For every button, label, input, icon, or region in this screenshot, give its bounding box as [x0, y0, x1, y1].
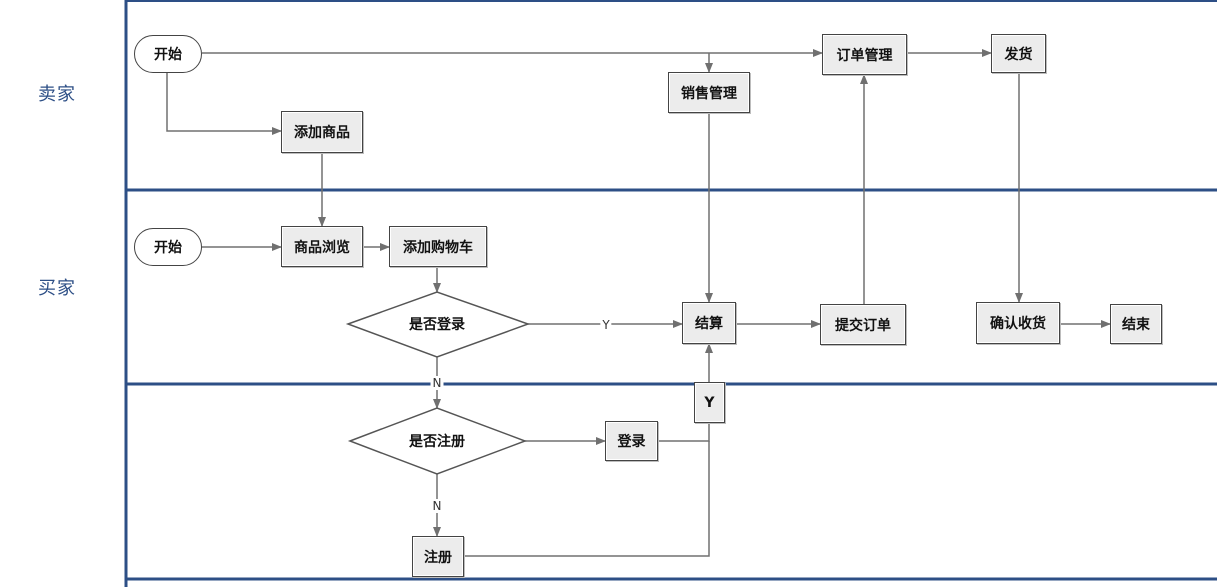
edge-label-login-yes: Y — [600, 318, 612, 332]
buyer-start-node: 开始 — [134, 228, 202, 266]
decision-logged-in-diamond — [345, 291, 531, 358]
edge-label-register-no: N — [430, 499, 444, 513]
registered-question-text: 是否注册 — [409, 434, 465, 450]
lane-label-seller: 卖家 — [38, 84, 76, 105]
confirm-receipt-node: 确认收货 — [976, 302, 1060, 344]
login-node: 登录 — [605, 421, 658, 461]
edge-start-to-add-product — [166, 73, 282, 135]
register-node: 注册 — [412, 536, 464, 577]
end-node: 结束 — [1110, 304, 1162, 344]
checkout-node: 结算 — [682, 302, 736, 344]
edge-register-to-checkout — [464, 441, 710, 557]
decision-registered-diamond — [347, 407, 528, 475]
edge-label-login-no: N — [430, 376, 444, 390]
logged-in-question-text: 是否登录 — [409, 317, 465, 333]
lane-label-buyer: 买家 — [38, 278, 76, 299]
connectors — [166, 49, 1111, 557]
browse-node: 商品浏览 — [281, 226, 363, 267]
submit-order-node: 提交订单 — [820, 304, 906, 345]
lane-structure — [124, 0, 1217, 587]
add-product-node: 添加商品 — [281, 111, 363, 153]
ship-node: 发货 — [991, 34, 1046, 73]
order-mgmt-node: 订单管理 — [822, 34, 907, 75]
add-cart-node: 添加购物车 — [389, 226, 487, 267]
sales-mgmt-node: 销售管理 — [668, 72, 750, 113]
seller-start-node: 开始 — [134, 35, 202, 73]
yes-to-checkout-node: Y — [694, 382, 725, 423]
